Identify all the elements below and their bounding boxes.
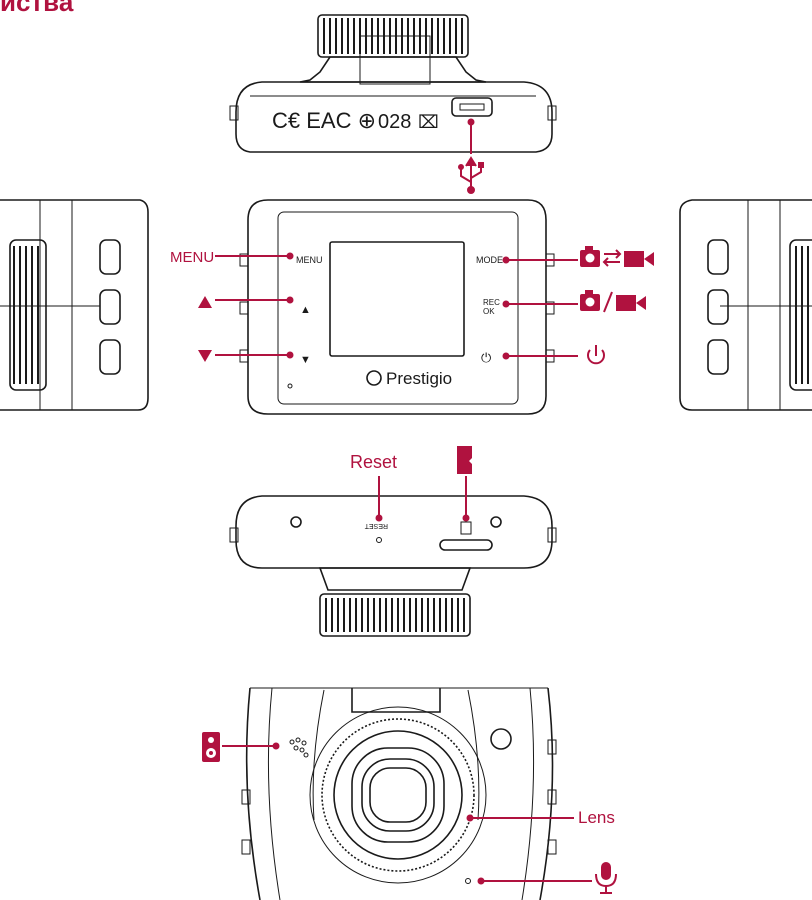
swap-icon	[602, 249, 622, 267]
down-arrow-icon	[198, 350, 212, 362]
side-button-1	[99, 239, 121, 275]
power-icon	[587, 345, 605, 365]
down-arrow-icon: ▼	[300, 354, 311, 366]
bottom-callouts: Reset	[350, 446, 472, 522]
lens-view	[241, 687, 557, 900]
front-callouts: MENU	[170, 246, 654, 365]
menu-button-label: MENU	[296, 255, 323, 265]
speaker-grille	[289, 737, 309, 758]
menu-callout: MENU	[170, 249, 214, 266]
side-button-2	[99, 289, 121, 325]
top-view: C€ EAC ⊕ 028 ⌧	[229, 14, 557, 194]
lens-callouts: Lens	[202, 732, 617, 894]
sd-card-icon	[457, 446, 472, 474]
mic-hole	[465, 878, 471, 884]
certification-marks: C€ EAC ⊕	[272, 108, 376, 133]
prestigio-badge	[490, 728, 512, 750]
rec-button-label: REC	[483, 298, 500, 307]
side-button-6	[707, 339, 729, 375]
video-icon	[616, 295, 646, 311]
video-icon	[624, 251, 654, 267]
speaker-icon	[202, 732, 220, 762]
lens-callout: Lens	[578, 808, 615, 827]
mode-button-label: MODE	[476, 255, 503, 265]
usb-icon	[458, 156, 484, 194]
brand-name: Prestigio	[386, 369, 452, 388]
up-arrow-icon	[198, 296, 212, 308]
reset-callout: Reset	[350, 452, 397, 472]
usb-port	[451, 97, 493, 117]
reset-hole	[376, 537, 382, 543]
camera-icon	[580, 290, 600, 311]
screw-left	[290, 516, 302, 528]
reset-mark: RESET	[364, 522, 388, 529]
ok-button-label: OK	[483, 307, 495, 316]
left-side-view	[0, 199, 149, 411]
camera-icon	[580, 246, 600, 267]
front-view: MENU ▲ ▼ MODE REC OK ⏻ Prestigio	[239, 199, 555, 415]
sd-card-slot	[439, 539, 493, 551]
up-arrow-icon: ▲	[300, 304, 311, 316]
recycle-bin-icon: ⌧	[418, 112, 439, 132]
microphone-icon	[595, 862, 617, 894]
page-title: иства	[0, 0, 74, 17]
cert-number: 028	[378, 111, 411, 133]
screen	[329, 241, 465, 357]
right-side-view	[679, 199, 812, 411]
bottom-view: RESET	[229, 495, 557, 637]
side-button-4	[707, 239, 729, 275]
side-button-3	[99, 339, 121, 375]
prestigio-logo: Prestigio	[366, 369, 452, 388]
screw-right	[490, 516, 502, 528]
side-button-5	[707, 289, 729, 325]
power-icon: ⏻	[481, 350, 491, 365]
knurled-ring-bottom	[325, 598, 465, 632]
